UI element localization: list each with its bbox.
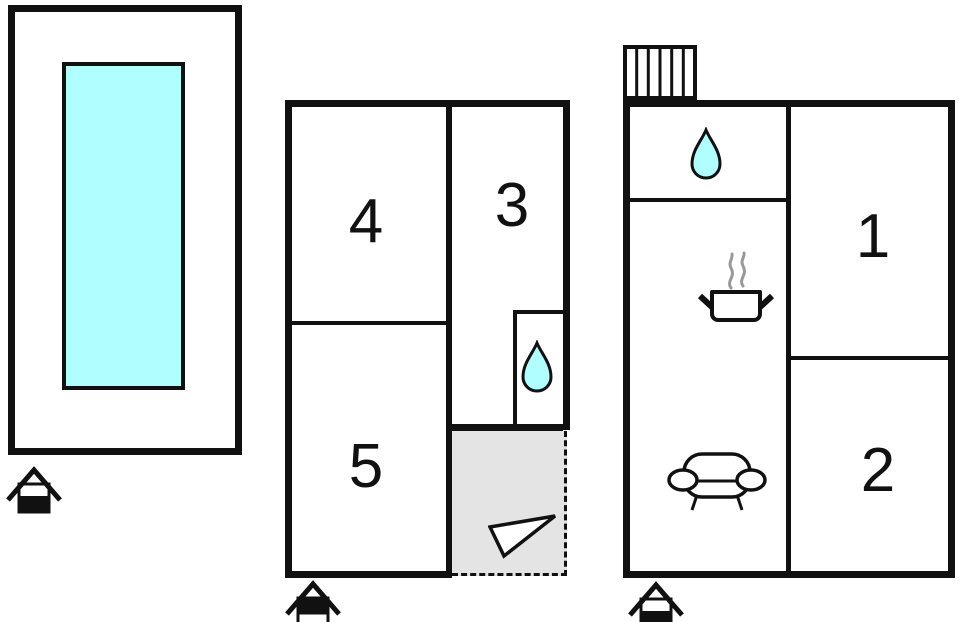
upper-left-wall [285,100,292,578]
upper-top-wall [285,100,570,107]
room-5-label: 5 [348,432,384,501]
room-2-label: 2 [860,436,896,505]
room-3-label: 3 [494,171,530,240]
upper-right-wall [563,100,570,430]
direction-arrow-icon [488,514,557,559]
upper-bathroom-left-wall [513,310,517,427]
room1-room2-partition [791,356,948,360]
upper-bottom-wall [285,571,452,578]
swimming-pool [62,62,185,390]
sofa-icon [667,452,767,511]
exterior-stairs-icon [623,45,697,100]
entrance-icon [285,580,341,622]
ground-bathroom-wall [630,198,786,202]
ground-center-partition [786,107,791,571]
upper-center-partition [446,107,452,571]
water-drop-icon [690,127,722,180]
upper-bathroom-top-wall [513,310,563,314]
upper-bathroom-bottom-wall [446,424,563,431]
entrance-icon [6,466,62,514]
cooking-pot-icon [698,251,774,322]
water-drop-icon [521,340,553,393]
entrance-icon [628,581,684,622]
room-1-label: 1 [855,202,891,271]
room-4-label: 4 [348,187,384,256]
room4-room5-partition [292,321,446,325]
